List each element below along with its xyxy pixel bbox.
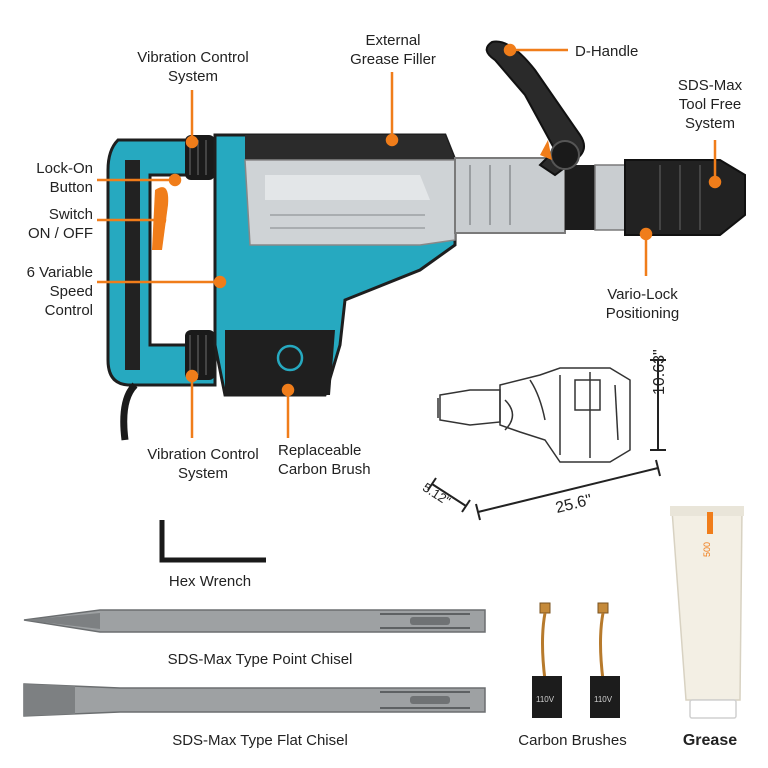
caption-grease: Grease <box>682 732 738 749</box>
grease-tube-item <box>670 506 744 719</box>
flat-chisel-item <box>23 683 486 717</box>
callout-grease-filler: External Grease Filler <box>350 32 436 68</box>
demolition-hammer <box>106 40 746 441</box>
dimension-drawing <box>427 359 666 521</box>
point-chisel-item <box>23 609 486 633</box>
callout-vario-lock: Vario-Lock Positioning <box>605 286 680 322</box>
callout-leaders <box>97 43 722 438</box>
callout-sds-max: SDS-Max Tool Free System <box>677 77 743 132</box>
grease-tube-marking: 500 <box>702 541 713 558</box>
brush-left-marking: 110V <box>536 695 555 704</box>
caption-hex-wrench: Hex Wrench <box>168 573 252 590</box>
carbon-brush-right <box>590 602 620 718</box>
caption-point-chisel: SDS-Max Type Point Chisel <box>167 651 353 668</box>
brush-right-marking: 110V <box>594 695 613 704</box>
hex-wrench-item <box>159 520 266 563</box>
callout-lock-on: Lock-On Button <box>36 160 93 196</box>
vibration-damper-bottom <box>185 330 215 380</box>
callout-speed-control: 6 Variable Speed Control <box>26 264 93 319</box>
carbon-brush-left <box>532 602 562 718</box>
callout-d-handle: D-Handle <box>575 43 639 60</box>
callout-vibration-bottom: Vibration Control System <box>147 446 259 482</box>
callout-vibration-top: Vibration Control System <box>137 49 249 85</box>
caption-carbon-brushes: Carbon Brushes <box>518 732 627 749</box>
callout-switch: Switch ON / OFF <box>28 206 93 242</box>
caption-flat-chisel: SDS-Max Type Flat Chisel <box>172 732 348 749</box>
dimension-height: 10.63" <box>651 349 668 395</box>
callout-carbon-brush: Replaceable Carbon Brush <box>278 442 371 478</box>
